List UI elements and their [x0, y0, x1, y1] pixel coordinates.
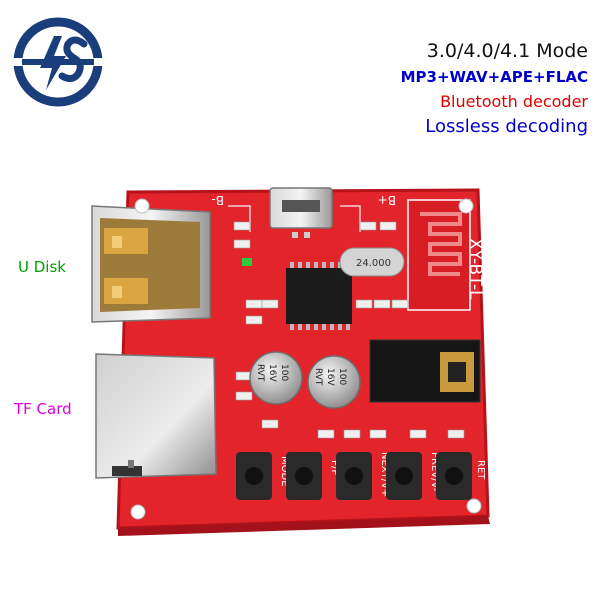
svg-text:RET: RET: [475, 460, 486, 480]
lightning-icon: [40, 36, 66, 90]
svg-text:NEXT/V+: NEXT/V+: [379, 452, 390, 497]
spec-formats: MP3+WAV+APE+FLAC: [400, 68, 588, 86]
tf-card-slot: [95, 353, 217, 479]
usb-a-port: [91, 205, 211, 323]
svg-text:P/P: P/P: [329, 460, 340, 475]
svg-text:100: 100: [337, 368, 347, 385]
capacitor-1: 100 16V RVT: [249, 351, 303, 405]
board-model-label: XY-BT-L: [465, 238, 485, 300]
spec-bluetooth: Bluetooth decoder: [440, 92, 588, 111]
svg-text:16V: 16V: [267, 364, 277, 382]
brand-logo: IS: [2, 17, 114, 107]
svg-text:100: 100: [279, 364, 289, 381]
tf-card-label: TF Card: [14, 400, 72, 418]
svg-text:RVT: RVT: [313, 368, 323, 386]
spec-mode: 3.0/4.0/4.1 Mode: [426, 40, 588, 62]
svg-text:PREV/V-: PREV/V-: [429, 452, 440, 492]
spec-lossless: Lossless decoding: [425, 116, 588, 137]
b-plus-label: B+: [378, 193, 396, 207]
svg-text:MODE: MODE: [279, 456, 290, 487]
main-ic-chip: [286, 268, 352, 324]
crystal-oscillator: [339, 247, 405, 277]
b-minus-label: B-: [211, 193, 224, 207]
svg-text:RVT: RVT: [255, 364, 265, 382]
svg-text:16V: 16V: [325, 368, 335, 386]
button-play-pause: P/P: [286, 452, 340, 500]
u-disk-label: U Disk: [18, 258, 66, 276]
crystal-label: 24.000: [356, 258, 391, 269]
button-mode: MODE: [236, 452, 290, 500]
button-prev: PREV/V-: [386, 452, 440, 500]
button-ret: RET: [436, 452, 486, 500]
button-next: NEXT/V+: [336, 452, 390, 500]
audio-jack: [369, 339, 481, 403]
capacitor-2: 100 16V RVT: [307, 355, 361, 409]
